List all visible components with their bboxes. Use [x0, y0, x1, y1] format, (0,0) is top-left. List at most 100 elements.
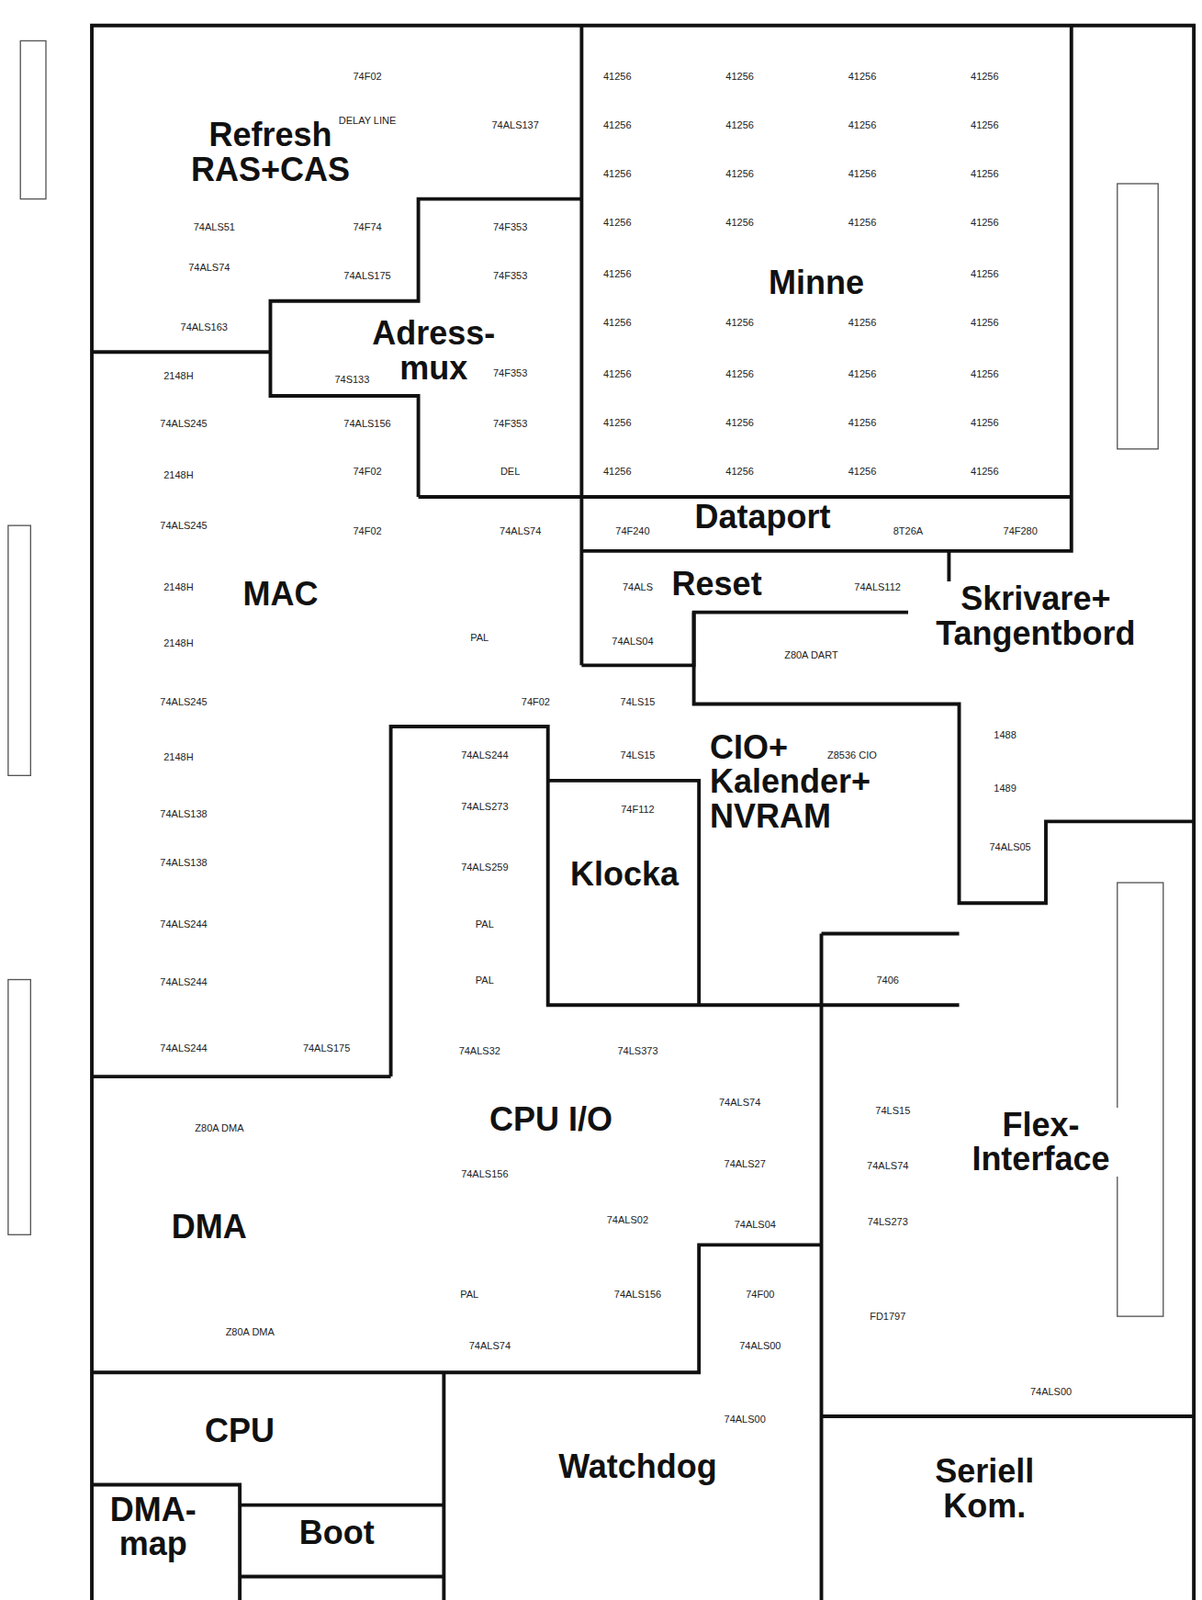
board-region: DMA	[153, 1209, 266, 1245]
chip-label: 74F02	[352, 525, 382, 537]
chip-label: 2148H	[163, 751, 193, 763]
chip-label: PAL	[475, 918, 495, 930]
chip-label: 74ALS244	[159, 976, 207, 988]
chip-label: 74LS15	[875, 1104, 910, 1116]
chip-label: 74ALS138	[159, 808, 207, 820]
chip-label: 74ALS51	[193, 221, 236, 233]
chip-label: 8T26A	[893, 525, 923, 537]
chip-label: 41256	[725, 70, 754, 82]
region-label: Dataport	[671, 499, 855, 535]
chip-label: 7406	[876, 974, 899, 986]
chip-label: 74ALS259	[460, 861, 508, 873]
chip-label: 74ALS112	[853, 581, 901, 593]
chip-label: 74ALS175	[343, 269, 391, 281]
board-region: Boot	[291, 1515, 383, 1551]
board-region: MAC	[224, 576, 337, 612]
chip-label: 74F02	[352, 70, 382, 82]
region-label: Seriell Kom.	[916, 1453, 1055, 1524]
chip-label: 74ALS244	[159, 1042, 207, 1054]
chip-label: 74F353	[493, 221, 528, 233]
chip-label: 41256	[603, 268, 632, 280]
chip-label: Z80A DART	[784, 649, 839, 661]
board-region: Dataport	[668, 499, 858, 535]
chip-label: 74F353	[493, 269, 528, 281]
chip-label: 74F02	[352, 465, 382, 477]
chip-label: 74F353	[493, 417, 528, 429]
chip-label: 74S133	[334, 373, 370, 385]
chip-label: 2148H	[163, 581, 193, 593]
board-region: CIO+ Kalender+ NVRAM	[707, 730, 911, 834]
chip-label: 74ALS32	[459, 1044, 501, 1056]
region-label: CIO+ Kalender+ NVRAM	[709, 730, 909, 834]
chip-label: 74ALS245	[159, 417, 207, 429]
chip-label: 74ALS00	[1030, 1385, 1072, 1397]
chip-label: 41256	[970, 416, 1000, 428]
chip-label: 2148H	[163, 370, 193, 382]
chip-label: 74ALS00	[724, 1413, 766, 1425]
chip-label: 2148H	[163, 469, 193, 481]
chip-label: 41256	[848, 465, 877, 477]
board-region: Reset	[658, 566, 776, 602]
board-region: CPU I/O	[464, 1101, 639, 1137]
chip-label: 41256	[848, 70, 877, 82]
chip-label: 41256	[970, 119, 1000, 131]
chip-label: 74ALS04	[734, 1218, 776, 1230]
chip-label: 41256	[603, 119, 632, 131]
chip-label: 41256	[725, 316, 754, 328]
chip-label: 74ALS74	[469, 1339, 511, 1351]
chip-label: 41256	[848, 368, 877, 380]
chip-label: PAL	[460, 1288, 479, 1300]
chip-label: 41256	[970, 216, 1000, 228]
region-label: DMA- map	[104, 1492, 202, 1562]
chip-label: 74ALS244	[159, 918, 207, 930]
chip-label: 74F02	[521, 696, 551, 708]
chip-label: 41256	[848, 416, 877, 428]
chip-label: 2148H	[163, 637, 193, 649]
chip-label: 41256	[603, 416, 632, 428]
chip-label: 41256	[970, 465, 1000, 477]
chip-label: 74ALS02	[606, 1213, 649, 1225]
region-label: Refresh RAS+CAS	[166, 117, 375, 188]
chip-label: 74ALS163	[180, 321, 228, 333]
chip-label: 74ALS273	[460, 800, 508, 812]
chip-label: 41256	[970, 168, 1000, 180]
chip-label: 74F112	[620, 803, 655, 815]
chip-label: 41256	[725, 368, 754, 380]
board-region: DMA- map	[101, 1492, 204, 1562]
chip-label: FD1797	[869, 1310, 906, 1322]
chip-label: 74F00	[745, 1288, 775, 1300]
chip-label: 41256	[725, 119, 754, 131]
chip-label: 74ALS156	[614, 1288, 662, 1300]
region-label: Flex- Interface	[946, 1107, 1135, 1178]
chip-label: 74ALS27	[724, 1157, 766, 1169]
chip-label: 41256	[970, 70, 1000, 82]
chip-label: 41256	[848, 119, 877, 131]
region-label: Adress- mux	[359, 315, 508, 386]
board-region: Watchdog	[535, 1449, 740, 1484]
region-label: Klocka	[555, 856, 694, 892]
board-region: Minne	[750, 265, 883, 301]
region-label: Watchdog	[538, 1449, 737, 1484]
chip-label: 74ALS245	[159, 519, 207, 531]
board-region: Skrivare+ Tangentbord	[908, 581, 1164, 652]
board-region: Seriell Kom.	[913, 1453, 1057, 1524]
region-label: Reset	[661, 566, 774, 602]
chip-label: 74ALS00	[739, 1339, 781, 1351]
chip-label: 41256	[725, 168, 754, 180]
chip-label: 41256	[603, 216, 632, 228]
chip-label: 41256	[603, 70, 632, 82]
chip-label: 74F240	[615, 525, 650, 537]
chip-label: 74ALS04	[611, 635, 653, 647]
chip-label: 41256	[603, 368, 632, 380]
chip-label: 41256	[970, 316, 1000, 328]
board-region: CPU	[189, 1413, 292, 1449]
chip-label: 41256	[970, 368, 1000, 380]
chip-label: 74ALS138	[159, 856, 207, 868]
board-region: Flex- Interface	[943, 1107, 1138, 1178]
chip-label: 1489	[993, 782, 1016, 794]
chip-label: 74ALS244	[460, 749, 508, 761]
chip-label: PAL	[470, 631, 489, 643]
region-label: MAC	[226, 576, 334, 612]
chip-label: 74ALS245	[159, 696, 207, 708]
